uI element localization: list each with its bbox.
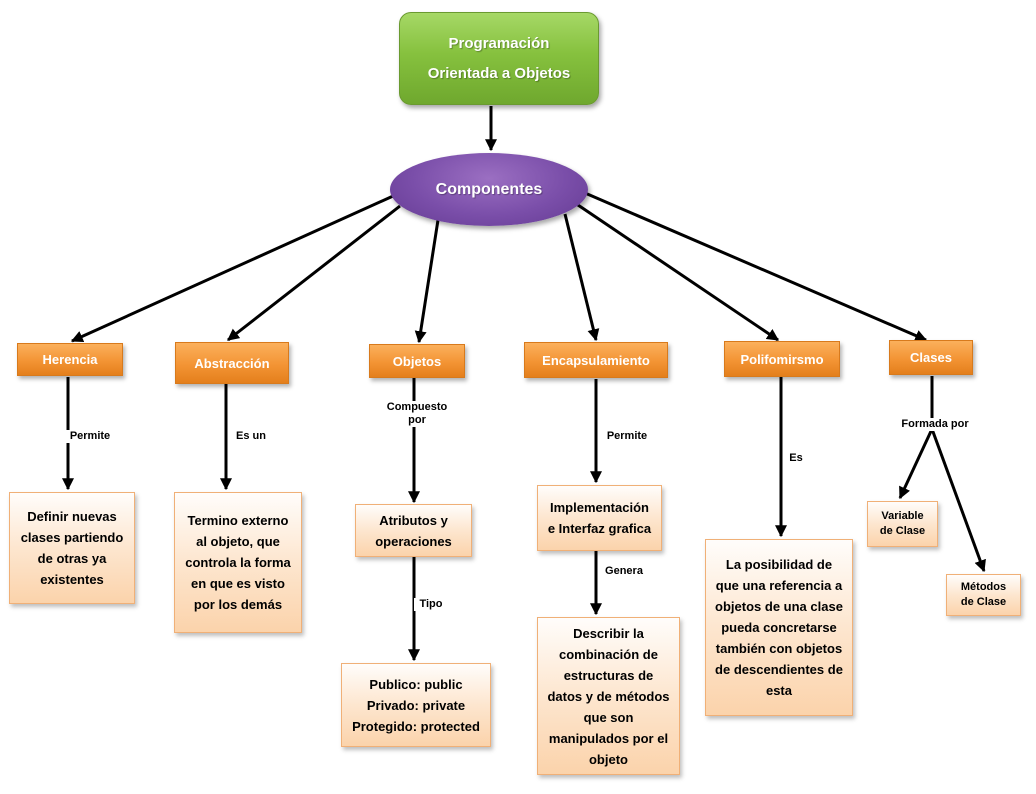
link-label-genera: Genera	[599, 565, 649, 578]
leaf-metodos-de-clase: Métodos de Clase	[946, 574, 1021, 616]
arrow-center-to-polimorfismo	[574, 201, 779, 342]
category-polimorfismo: Polifomirsmo	[724, 341, 840, 377]
arrow-center-to-objetos	[414, 219, 440, 344]
category-objetos: Objetos	[369, 344, 465, 378]
arrow-clases-to-metodos	[930, 428, 986, 573]
root-node-programacion-oo: Programación Orientada a Objetos	[399, 12, 599, 105]
leaf-tipos-acceso: Publico: public Privado: private Protegi…	[341, 663, 491, 747]
leaf-abstraccion-definicion: Termino externo al objeto, que controla …	[174, 492, 302, 633]
leaf-implementacion-interfaz: Implementación e Interfaz grafica	[537, 485, 662, 551]
link-label-formada-por: Formada por	[896, 418, 974, 431]
arrow-center-to-clases	[584, 191, 928, 342]
category-abstraccion: Abstracción	[175, 342, 289, 384]
category-clases: Clases	[889, 340, 973, 375]
leaf-atributos-operaciones: Atributos y operaciones	[355, 504, 472, 557]
arrow-clases-to-variable	[898, 428, 934, 500]
link-label-es-un: Es un	[228, 430, 274, 443]
category-encapsulamiento: Encapsulamiento	[524, 342, 668, 378]
link-label-es: Es	[785, 452, 807, 465]
arrow-center-to-encapsulamiento	[563, 213, 600, 342]
leaf-encapsulamiento-descripcion: Describir la combinación de estructuras …	[537, 617, 680, 775]
center-node-componentes: Componentes	[390, 153, 588, 226]
leaf-polimorfismo-definicion: La posibilidad de que una referencia a o…	[705, 539, 853, 716]
arrow-center-to-herencia	[70, 190, 403, 343]
link-label-permite-encapsulamiento: Permite	[599, 430, 655, 443]
link-label-tipo: Tipo	[414, 598, 448, 611]
link-label-compuesto-por: Compuesto por	[378, 401, 456, 427]
leaf-variable-de-clase: Variable de Clase	[867, 501, 938, 547]
link-label-permite-herencia: Permite	[62, 430, 118, 443]
leaf-herencia-definicion: Definir nuevas clases partiendo de otras…	[9, 492, 135, 604]
arrow-center-to-abstraccion	[227, 204, 401, 342]
category-herencia: Herencia	[17, 343, 123, 376]
